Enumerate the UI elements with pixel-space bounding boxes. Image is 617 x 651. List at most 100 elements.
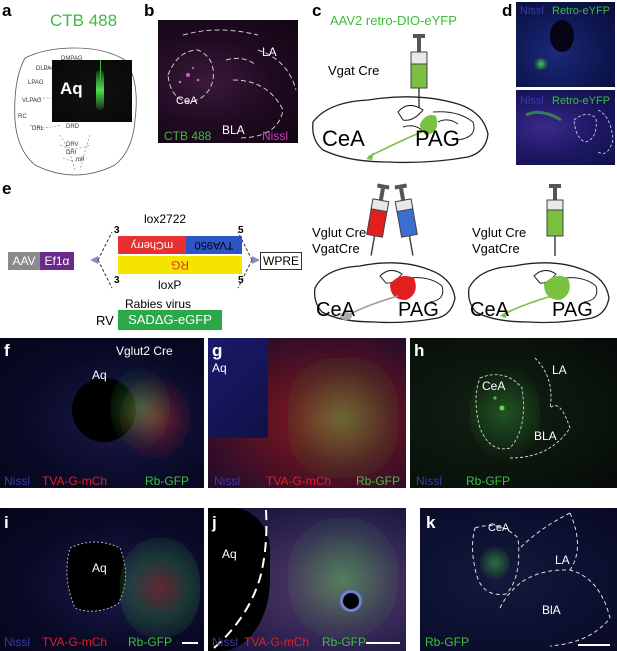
panel-k-cea-label: CeA: [488, 522, 510, 534]
panel-k-green-glow: [480, 546, 510, 580]
panel-e-mid-brain: [314, 262, 456, 324]
panel-a-tracer-label: CTB 488: [50, 11, 118, 30]
panel-k-la-label: LA: [555, 553, 570, 567]
panel-j-scale-bar: [366, 642, 400, 644]
panel-f-rb-label: Rb-GFP: [145, 474, 190, 488]
panel-k-scale-bar: [578, 644, 610, 646]
panel-letter-f: f: [4, 341, 10, 360]
injection-needle: [100, 60, 101, 82]
panel-e-mid-syringes: [366, 183, 418, 256]
region-lpag: LPAG: [28, 80, 44, 86]
panel-i-tva-label: TVA-G-mCh: [42, 635, 108, 649]
panel-d-top-aqueduct: [550, 20, 574, 52]
panel-letter-i: i: [4, 513, 9, 532]
panel-e-mid-pag: PAG: [398, 299, 439, 321]
panel-h-image: [410, 338, 617, 488]
panel-letter-g: g: [212, 341, 223, 360]
construct-tva-box: TVA950: [186, 236, 242, 254]
panel-g-green-cells: [288, 358, 398, 478]
panel-h-cea-label: CeA: [482, 379, 506, 393]
panel-h-la-label: LA: [552, 363, 567, 377]
panel-j-aq-label: Aq: [222, 547, 237, 561]
region-dmpag: DMPAG: [61, 56, 83, 62]
rv-label: RV: [96, 313, 114, 328]
panel-i-image: [0, 508, 204, 651]
loxp-label: loxP: [158, 278, 182, 292]
panel-letter-a: a: [2, 1, 12, 20]
panel-e-mid-line2: VgatCre: [312, 241, 360, 256]
panel-h-green-glow: [470, 368, 540, 458]
panel-c-pag-label: PAG: [415, 126, 460, 151]
panel-d-top-image: [516, 2, 615, 87]
panel-b-nissl-label: Nissl: [262, 129, 288, 143]
panel-d-bottom-image: [516, 90, 615, 165]
panel-k-image: [420, 508, 617, 651]
panel-e-right-line1: Vglut Cre: [472, 225, 527, 240]
construct-five-bottom: 5: [238, 275, 244, 286]
panel-letter-b: b: [144, 1, 155, 20]
construct-three-top: 3: [114, 225, 120, 236]
panel-h-rb-label: Rb-GFP: [466, 474, 511, 488]
panel-g-rb-label: Rb-GFP: [356, 474, 401, 488]
panel-f-red-region: [120, 378, 190, 458]
panel-c-syringe: [410, 34, 428, 108]
panel-letter-j: j: [212, 513, 217, 532]
construct-rg-box: RG: [118, 256, 242, 274]
panel-letter-d: d: [502, 1, 513, 20]
panel-b-ctb-label: CTB 488: [164, 129, 212, 143]
panel-c-brain-sagittal: [312, 96, 489, 164]
region-mlf: mlf: [76, 157, 84, 163]
panel-j-green-cells: [288, 518, 398, 638]
panel-b-bla-label: BLA: [222, 123, 245, 137]
panel-c-virus-label: AAV2 retro-DIO-eYFP: [330, 13, 457, 28]
panel-letter-e: e: [2, 179, 12, 198]
panel-c-cea-label: CeA: [322, 126, 365, 151]
panel-j-nissl-label: Nissl: [212, 635, 238, 649]
panel-i-red-green-cells: [120, 538, 200, 638]
panel-e-right-syringe: [546, 184, 564, 256]
region-vlpag: VLPAG: [22, 98, 42, 104]
panel-i-scale-bar: [182, 642, 198, 644]
construct-three-bottom: 3: [114, 275, 120, 286]
panel-letter-h: h: [414, 341, 425, 360]
panel-letter-k: k: [426, 513, 436, 532]
panel-g-aq-label: Aq: [212, 361, 227, 375]
region-drl: DRL: [32, 126, 45, 132]
construct-ef1a-box: Ef1α: [40, 252, 74, 270]
region-dri: DRI: [66, 150, 77, 156]
ctb-injection-spot: [96, 70, 104, 110]
panel-i-aq-label: Aq: [92, 561, 107, 575]
panel-f-line-label: Vglut2 Cre: [116, 344, 173, 358]
panel-j-rb-label: Rb-GFP: [322, 635, 367, 649]
panel-e-right-cea: CeA: [470, 299, 509, 321]
panel-a-inset-image: [52, 60, 132, 122]
panel-j-tva-label: TVA-G-mCh: [244, 635, 310, 649]
lox2722-label: lox2722: [144, 212, 187, 226]
panel-g-nissl-label: Nissl: [214, 474, 240, 488]
panel-h-nissl-label: Nissl: [416, 474, 442, 488]
panel-b-image: [158, 20, 298, 143]
panel-b-cea-label: CeA: [176, 95, 198, 107]
panel-d-bottom-nissl-label: Nissl: [520, 95, 544, 107]
panel-letter-c: c: [312, 1, 322, 20]
region-drv: DRV: [66, 142, 79, 148]
panel-j-boundary: [213, 509, 268, 649]
panel-c-line-label: Vgat Cre: [328, 63, 380, 78]
panel-j-image: [208, 508, 406, 651]
rabies-virus-label: Rabies virus: [125, 297, 192, 311]
panel-d-bottom-retro-label: Retro-eYFP: [552, 95, 611, 107]
panel-k-bla-label: BlA: [542, 603, 561, 617]
panel-f-green-cells: [110, 368, 170, 448]
panel-f-nissl-label: Nissl: [4, 474, 30, 488]
region-dlpag: DLPAG: [36, 66, 56, 72]
panel-f-aq-label: Aq: [92, 368, 107, 382]
panel-b-la-label: LA: [262, 45, 277, 59]
panel-e-right-brain: [468, 262, 610, 324]
panel-i-nissl-label: Nissl: [4, 635, 30, 649]
panel-e-right-pag: PAG: [552, 299, 593, 321]
construct-aav-box: AAV: [8, 252, 40, 270]
panel-i-rb-label: Rb-GFP: [128, 635, 173, 649]
panel-g-tva-label: TVA-G-mCh: [266, 474, 332, 488]
panel-g-image: [208, 338, 406, 488]
panel-j-vessel: [340, 590, 362, 612]
